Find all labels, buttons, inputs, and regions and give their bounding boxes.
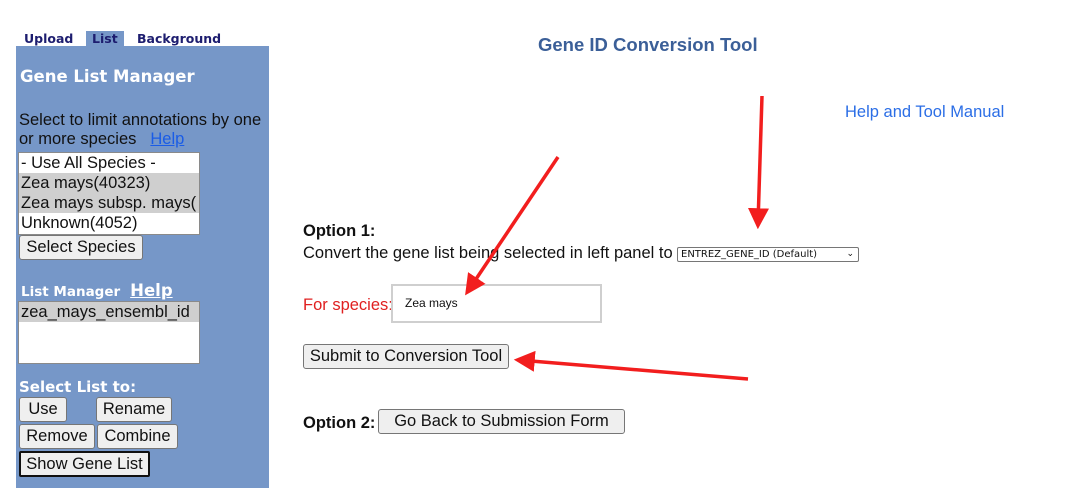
gene-list-item[interactable]: zea_mays_ensembl_id xyxy=(19,302,199,322)
species-field[interactable]: Zea mays xyxy=(391,284,602,323)
tab-upload[interactable]: Upload xyxy=(24,31,74,46)
use-button[interactable]: Use xyxy=(19,397,67,422)
species-instruction-text: Select to limit annotations by one or mo… xyxy=(19,111,262,148)
id-type-selected-value: ENTREZ_GENE_ID (Default) xyxy=(681,249,818,260)
remove-button[interactable]: Remove xyxy=(19,424,95,449)
convert-instruction: Convert the gene list being selected in … xyxy=(303,244,673,262)
list-manager-label: List Manager xyxy=(21,284,121,300)
arrow-icon xyxy=(513,350,749,381)
select-species-button[interactable]: Select Species xyxy=(19,235,143,260)
submit-conversion-button[interactable]: Submit to Conversion Tool xyxy=(303,344,509,369)
rename-button[interactable]: Rename xyxy=(96,397,172,422)
page-title: Gene ID Conversion Tool xyxy=(538,34,758,55)
species-option-all[interactable]: - Use All Species - xyxy=(21,154,156,172)
sidebar-tabs: Upload List Background xyxy=(16,29,269,46)
show-gene-list-button[interactable]: Show Gene List xyxy=(19,451,150,477)
species-help-link[interactable]: Help xyxy=(150,130,185,148)
go-back-button[interactable]: Go Back to Submission Form xyxy=(378,409,625,434)
arrow-icon xyxy=(747,95,769,230)
list-manager-title: List Manager Help xyxy=(21,281,173,300)
list-manager-help-link[interactable]: Help xyxy=(130,281,173,300)
arrow-icon xyxy=(465,156,560,296)
tab-list[interactable]: List xyxy=(86,31,124,46)
species-option-zea-mays[interactable]: Zea mays(40323) xyxy=(19,173,199,193)
species-instruction: Select to limit annotations by one or mo… xyxy=(19,111,269,149)
gene-list-manager-title: Gene List Manager xyxy=(20,67,195,86)
select-list-label: Select List to: xyxy=(19,378,137,396)
id-type-select[interactable]: ENTREZ_GENE_ID (Default) ⌄ xyxy=(677,247,859,262)
combine-button[interactable]: Combine xyxy=(97,424,178,449)
chevron-down-icon: ⌄ xyxy=(846,249,854,259)
option1-label: Option 1: xyxy=(303,222,376,240)
option2-label: Option 2: xyxy=(303,414,376,432)
species-listbox[interactable]: - Use All Species - Zea mays(40323) Zea … xyxy=(18,152,200,235)
species-option-unknown[interactable]: Unknown(4052) xyxy=(21,214,138,232)
tab-background[interactable]: Background xyxy=(137,31,222,46)
species-option-zea-mays-subsp[interactable]: Zea mays subsp. mays( xyxy=(19,193,199,213)
gene-list-listbox[interactable]: zea_mays_ensembl_id xyxy=(18,301,200,364)
for-species-label: For species: xyxy=(303,296,393,314)
help-manual-link[interactable]: Help and Tool Manual xyxy=(845,103,1005,121)
